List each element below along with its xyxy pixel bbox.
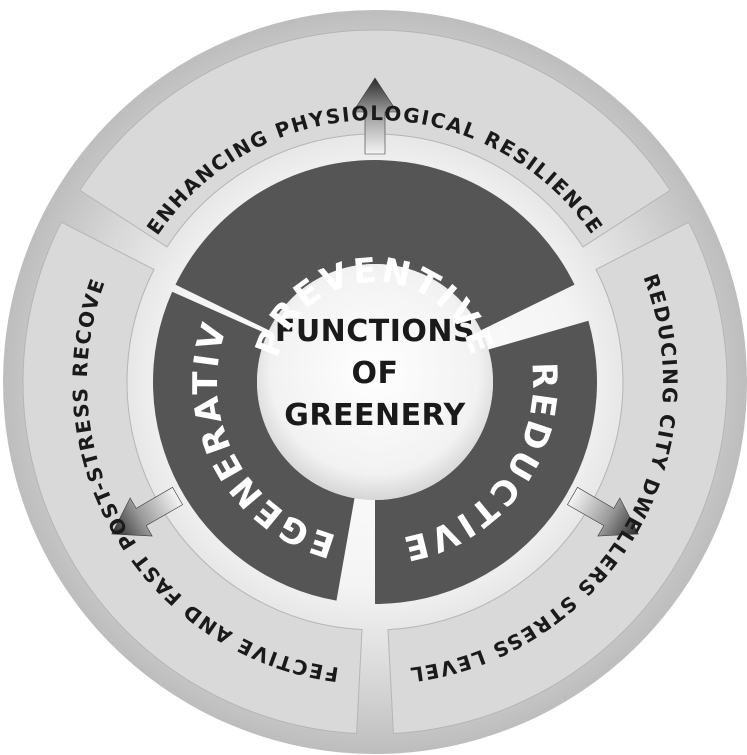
inner-segment-preventive [175,160,575,331]
outer-ring [22,29,728,735]
arrow-down-left-icon [111,486,183,537]
arrows [111,77,639,537]
outer-segment-right [387,221,728,735]
inner-ring [153,160,597,604]
inner-segment-reductive [375,320,597,604]
outer-segment-top [79,29,671,248]
center-title-line3: GREENERY [284,398,466,433]
inner-segment-regenerative [153,291,355,601]
center-circle [257,264,493,500]
center-title-line1: FUNCTIONS [275,314,475,349]
outer-segment-left [22,221,363,735]
arrow-up-icon [352,77,398,155]
arrow-down-right-icon [567,486,639,537]
center-title-line2: OF [352,356,399,391]
